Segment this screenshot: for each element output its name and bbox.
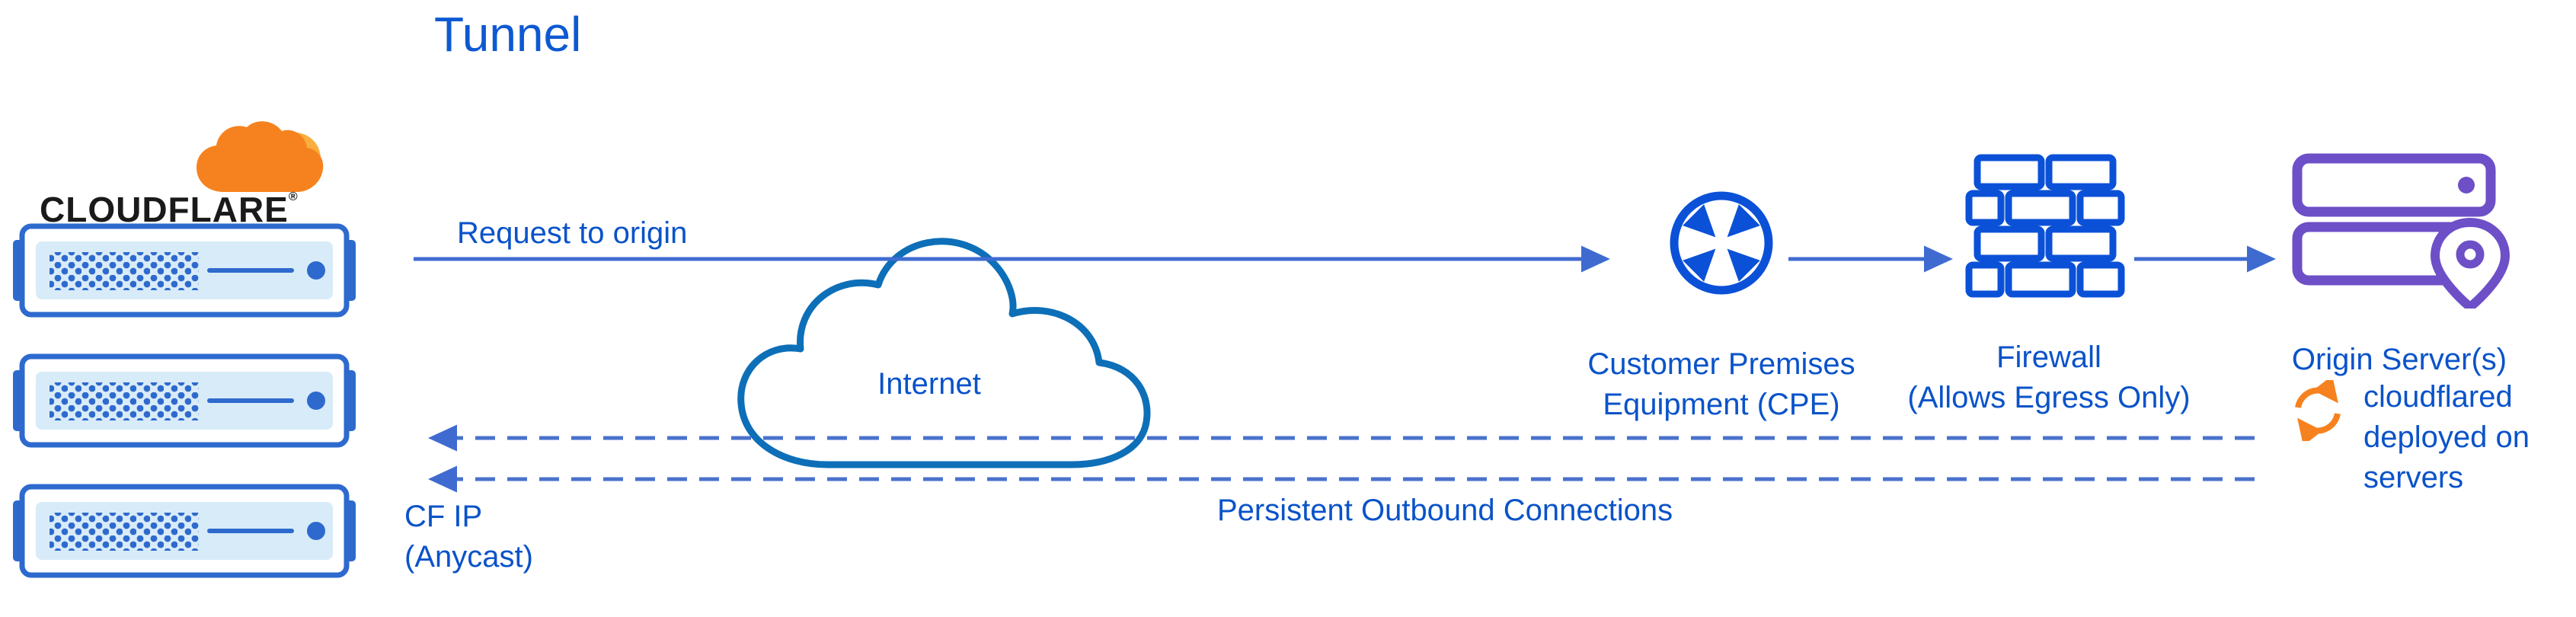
internet-label: Internet xyxy=(877,367,981,401)
server-icon xyxy=(13,484,356,578)
internet-cloud-icon xyxy=(737,238,1151,468)
cloudflare-logo: CLOUDFLARE® xyxy=(38,120,335,235)
cpe-router-icon xyxy=(1670,191,1773,295)
firewall-label-line1: Firewall xyxy=(1996,340,2101,374)
request-to-origin-label: Request to origin xyxy=(457,216,688,250)
sync-arrows-icon xyxy=(2295,380,2341,441)
firewall-label: Firewall (Allows Egress Only) xyxy=(1881,337,2216,418)
cloudflare-wordmark: CLOUDFLARE® xyxy=(40,189,299,230)
brand-name: CLOUDFLARE xyxy=(40,190,289,229)
cf-ip-line2: (Anycast) xyxy=(404,539,533,574)
persistent-outbound-label: Persistent Outbound Connections xyxy=(1217,494,1673,527)
cf-ip-anycast-label: CF IP (Anycast) xyxy=(404,497,533,577)
server-icon xyxy=(13,223,356,318)
cloudflare-cloud-icon xyxy=(197,121,324,192)
cloudflared-line2: deployed on xyxy=(2363,420,2530,454)
cloudflared-label: cloudflared deployed on servers xyxy=(2363,377,2530,497)
cpe-label-line2: Equipment (CPE) xyxy=(1603,387,1840,421)
location-pin-icon xyxy=(2431,218,2510,308)
cloudflared-line1: cloudflared xyxy=(2363,380,2513,414)
server-icon xyxy=(13,353,356,448)
cf-ip-line1: CF IP xyxy=(404,500,483,533)
cloudflared-line3: servers xyxy=(2363,460,2464,494)
cpe-label-line1: Customer Premises xyxy=(1587,347,1855,381)
registered-mark: ® xyxy=(288,190,299,203)
origin-server-label: Origin Server(s) xyxy=(2291,343,2507,376)
origin-server-icon xyxy=(2292,153,2510,308)
firewall-brick-icon xyxy=(1965,154,2125,298)
diagram-title: Tunnel xyxy=(434,7,582,62)
firewall-label-line2: (Allows Egress Only) xyxy=(1907,380,2191,414)
